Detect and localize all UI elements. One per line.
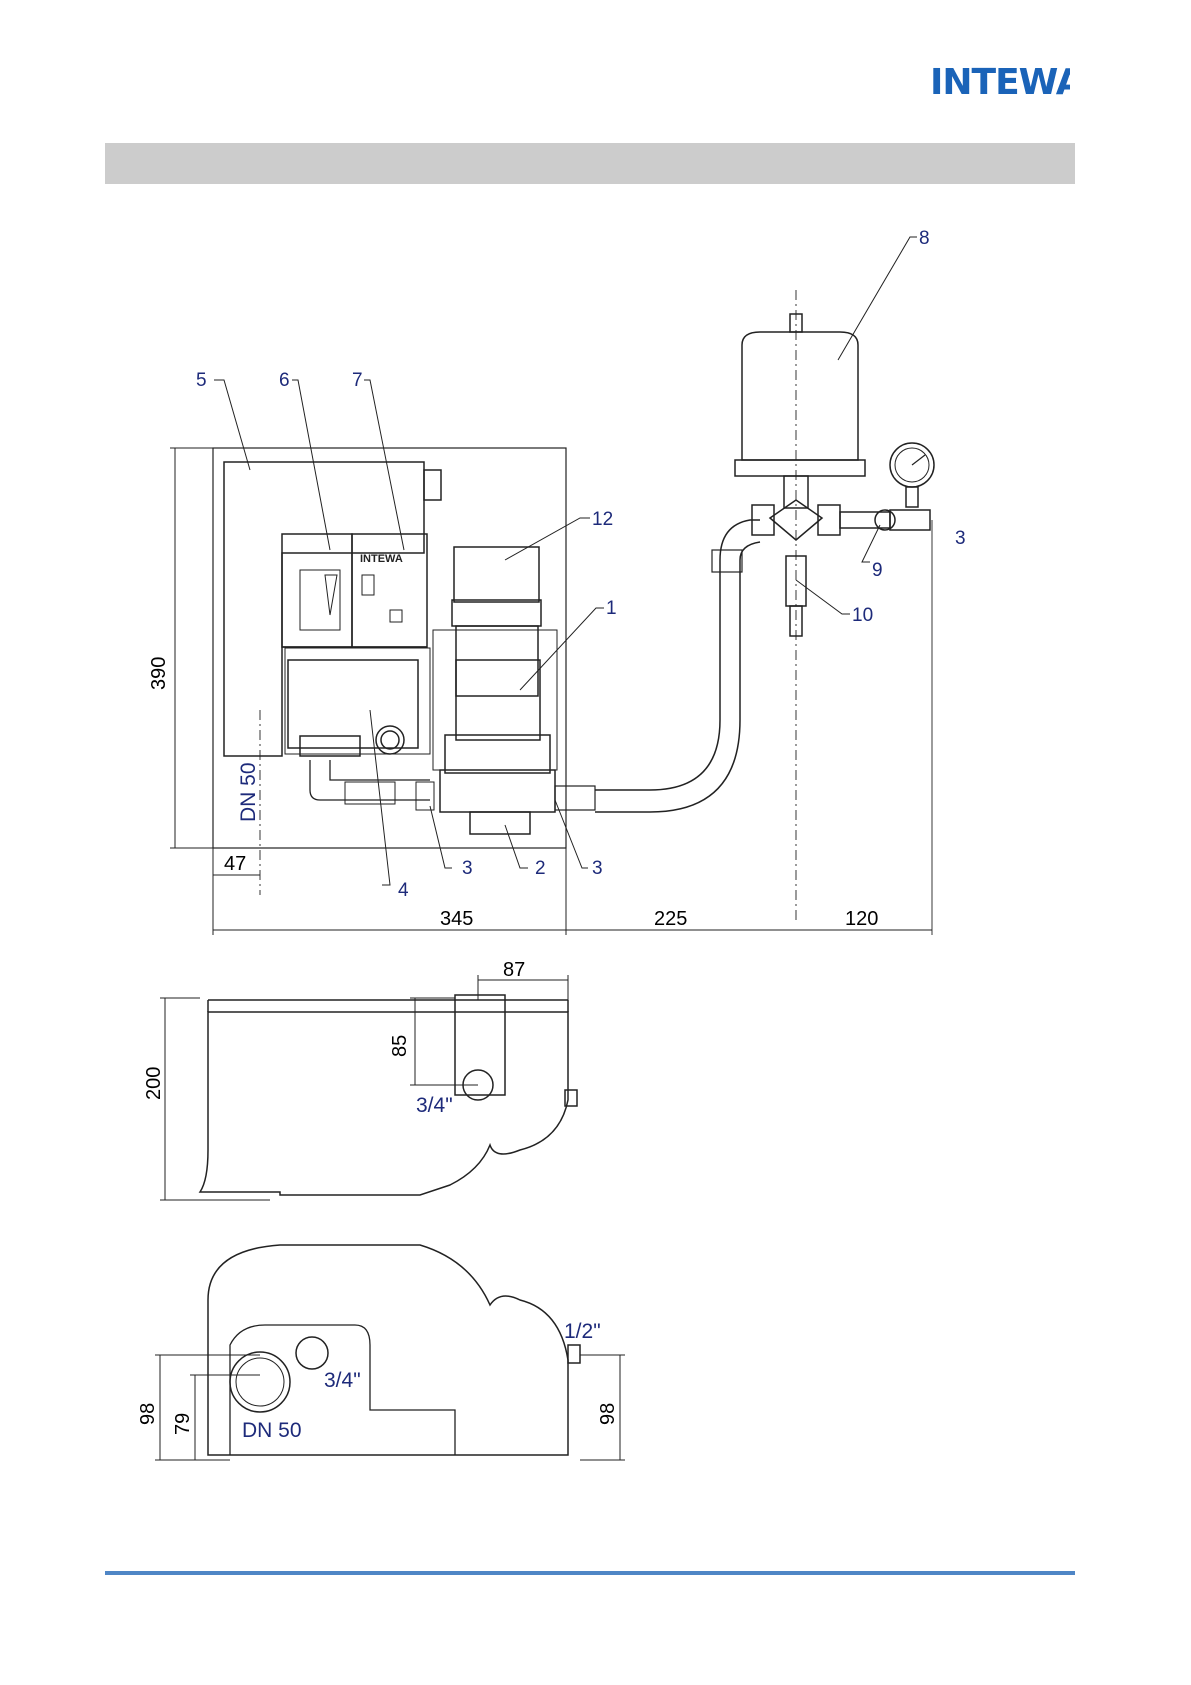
- callout-4: 4: [398, 880, 409, 901]
- callout-1: 1: [606, 598, 617, 619]
- side-thread-label: 3/4": [416, 1094, 453, 1117]
- bottom-pipe-label: DN 50: [242, 1419, 302, 1442]
- dim-width-225: 225: [654, 908, 687, 930]
- callout-5: 5: [196, 370, 207, 391]
- callout-10: 10: [852, 605, 873, 626]
- bottom-thread-small-label: 1/2": [564, 1320, 601, 1343]
- callout-8: 8: [919, 228, 930, 249]
- dim-width-87: 87: [503, 959, 525, 981]
- callout-6: 6: [279, 370, 290, 391]
- dim-width-345: 345: [440, 908, 473, 930]
- callout-12: 12: [592, 509, 613, 530]
- callout-2: 2: [535, 858, 546, 879]
- callout-3-right-edge: 3: [955, 528, 966, 549]
- dim-left-outer-98: 98: [137, 1403, 159, 1425]
- callout-9: 9: [872, 560, 883, 581]
- pump-body-1: [456, 660, 540, 740]
- pressure-vessel: [742, 332, 858, 460]
- control-module-7: [352, 534, 427, 647]
- hose: [595, 520, 760, 790]
- footer-line: [105, 1571, 1075, 1575]
- side-view-outline: [200, 1012, 568, 1195]
- dim-height-390: 390: [148, 657, 170, 690]
- bottom-thread-large-label: 3/4": [324, 1369, 361, 1392]
- valve-block: [288, 660, 418, 748]
- dim-right-98: 98: [597, 1403, 619, 1425]
- front-pipe-label: DN 50: [237, 762, 260, 822]
- dim-offset-47: 47: [224, 853, 246, 875]
- pump-top-cap-12: [454, 547, 539, 602]
- dim-left-inner-79: 79: [172, 1413, 194, 1435]
- callout-3-right: 3: [592, 858, 603, 879]
- dim-width-120: 120: [845, 908, 878, 930]
- callout-7: 7: [352, 370, 363, 391]
- housing: [224, 462, 424, 756]
- bottom-thread-port: [296, 1337, 328, 1369]
- control-panel-label: INTEWA: [360, 553, 403, 565]
- dim-height-200: 200: [143, 1067, 165, 1100]
- dim-offset-85: 85: [389, 1035, 411, 1057]
- bottom-dn50-port: [230, 1352, 290, 1412]
- callout-3-left: 3: [462, 858, 473, 879]
